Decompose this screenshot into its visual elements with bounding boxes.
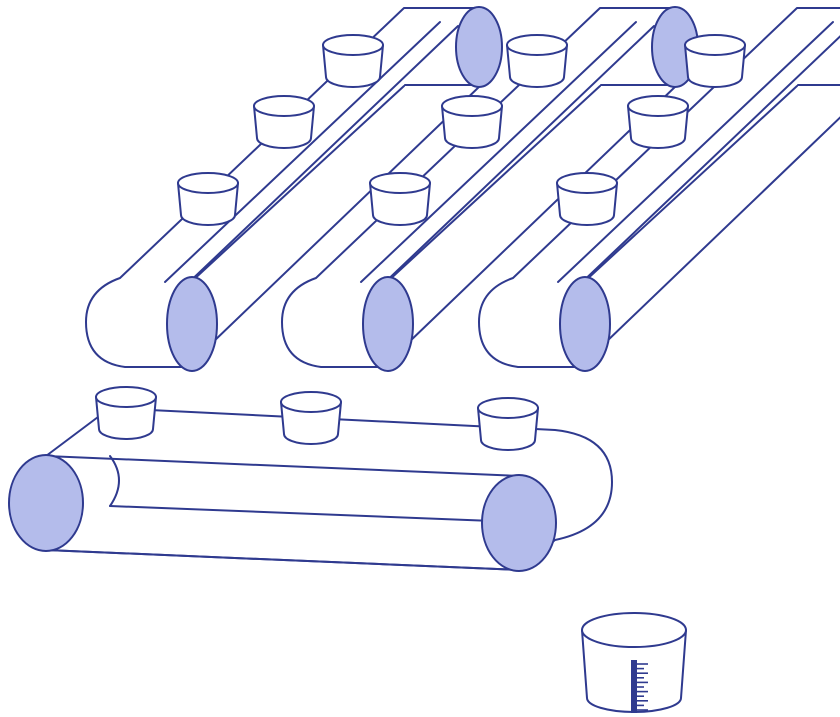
cup-icon — [177, 172, 239, 226]
horizontal-conveyor — [8, 386, 613, 572]
roller-left — [8, 454, 84, 552]
cup-icon — [369, 172, 431, 226]
roller-near — [166, 276, 218, 372]
cup-icon — [506, 34, 568, 88]
cup-icon — [684, 34, 746, 88]
cup-icon — [280, 391, 342, 445]
roller-right — [481, 474, 557, 572]
diagonal-conveyors — [85, 6, 840, 372]
cup-icon — [95, 386, 157, 440]
cup-icon — [627, 95, 689, 149]
diagonal-conveyor-3 — [478, 7, 840, 372]
diagonal-conveyor-1 — [85, 6, 503, 372]
cup-icon — [477, 397, 539, 451]
roller-far — [455, 6, 503, 88]
roller-near — [362, 276, 414, 372]
cup-icon — [253, 95, 315, 149]
cup-icon — [441, 95, 503, 149]
roller-near — [559, 276, 611, 372]
cup-icon — [322, 34, 384, 88]
cup-icon — [556, 172, 618, 226]
diagonal-conveyor-2 — [281, 6, 699, 372]
measuring-cup-icon — [581, 612, 687, 713]
